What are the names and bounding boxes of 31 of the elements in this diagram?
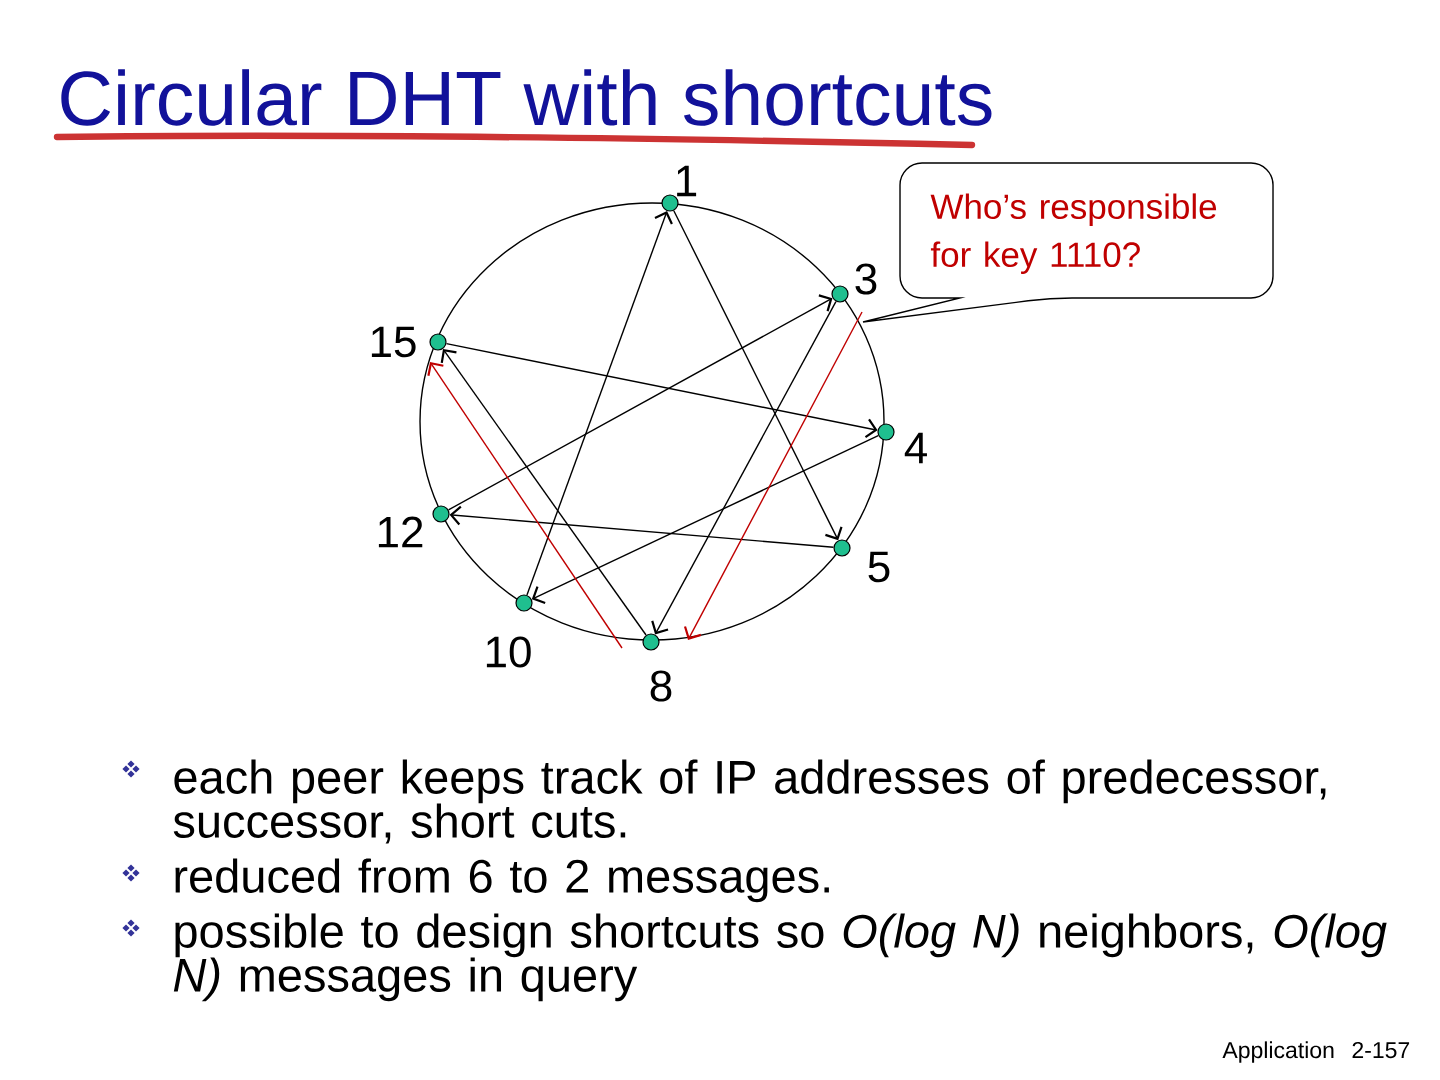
- node-number: 10: [486, 636, 531, 668]
- arrow: [531, 434, 879, 604]
- arrow: [447, 294, 833, 511]
- page-number: 2-157: [1352, 1041, 1410, 1059]
- node-number: 15: [371, 326, 416, 358]
- node-number: 5: [868, 551, 890, 583]
- bullet-text: each peer keeps track of IP addresses of predecessor, successor, short cuts.: [173, 759, 1326, 844]
- arrow: [449, 505, 835, 548]
- peer-dot: [432, 505, 450, 523]
- peer-dot: [877, 423, 895, 441]
- arrow: [445, 343, 878, 438]
- node-number: 4: [904, 432, 927, 464]
- bullet-text: possible to design shortcuts so O(log N) neighbors, O(log N) messages in query: [173, 913, 1387, 1002]
- peer-dot: [661, 194, 679, 212]
- node-number: 12: [378, 516, 423, 548]
- node-number: 1: [677, 165, 697, 197]
- arrow: [526, 211, 673, 596]
- node-number: 8: [650, 670, 672, 702]
- arrow: [440, 349, 647, 636]
- peer-dot: [429, 333, 447, 351]
- title: Circular DHT with shortcuts: [61, 69, 992, 126]
- bullet-text: reduced from 6 to 2 messages.: [175, 858, 829, 903]
- peer-dot: [515, 594, 533, 612]
- footer-text: Application: [1222, 1041, 1334, 1063]
- arrow: [673, 210, 843, 541]
- peer-dot: [642, 633, 660, 651]
- peer-dot: [833, 539, 851, 557]
- peer-dot: [831, 285, 849, 303]
- arrow: [651, 300, 837, 635]
- query-arrow: [427, 362, 623, 649]
- query-arrow: [683, 311, 863, 640]
